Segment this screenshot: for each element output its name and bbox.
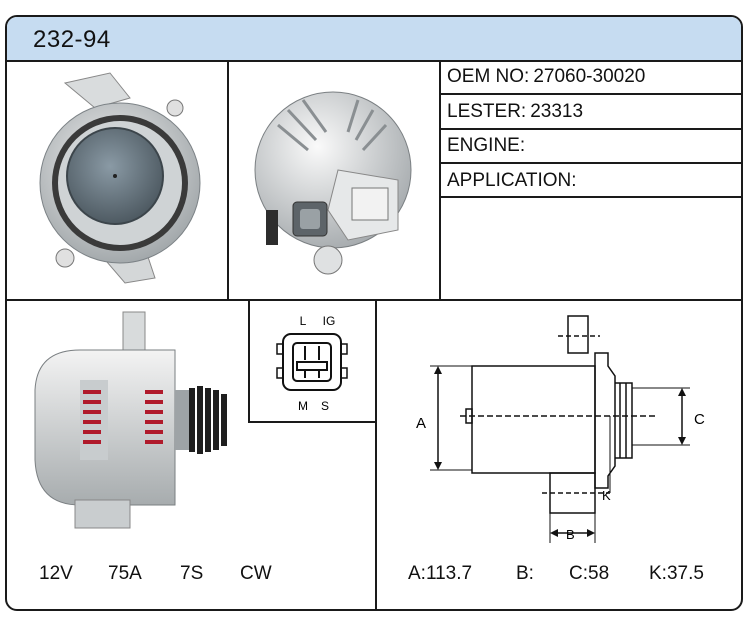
divider-info-4	[440, 196, 743, 198]
alternator-side-photo	[34, 311, 227, 529]
divider-connector-bottom	[248, 421, 376, 423]
lester-value: 23313	[530, 101, 584, 122]
oem-label: OEM NO:	[447, 66, 530, 87]
connector-diagram: L IG M S	[276, 314, 348, 413]
divider-info-3	[440, 162, 743, 164]
divider-info-1	[440, 93, 743, 95]
oem-value: 27060-30020	[533, 66, 646, 87]
dim-value-a: A:113.7	[408, 563, 473, 584]
lester-row: LESTER:23313	[447, 99, 583, 125]
pin-label-ig: IG	[323, 314, 336, 328]
pin-label-s: S	[321, 399, 329, 413]
dim-label-a: A	[416, 415, 426, 432]
divider-photo-1	[227, 60, 229, 300]
title-bar: 232-94	[7, 17, 741, 62]
dimension-diagram: A C K B	[416, 315, 705, 543]
divider-photo-2	[439, 60, 441, 300]
divider-top-row	[5, 299, 743, 301]
dim-label-k: K	[602, 488, 611, 503]
dim-value-k: K:37.5	[649, 563, 704, 584]
part-number-title: 232-94	[33, 26, 111, 53]
divider-connector-left	[248, 300, 250, 422]
dim-value-b: B:	[516, 563, 534, 584]
spec-amperage: 75A	[108, 563, 142, 584]
alternator-front-photo	[39, 72, 201, 284]
oem-row: OEM NO:27060-30020	[447, 64, 645, 90]
divider-bottom-main	[375, 300, 377, 611]
lester-label: LESTER:	[447, 101, 527, 122]
application-label: APPLICATION:	[447, 170, 577, 191]
application-row: APPLICATION:	[447, 168, 581, 194]
dim-label-b: B	[566, 527, 575, 542]
alternator-rear-photo	[254, 91, 412, 275]
engine-row: ENGINE:	[447, 133, 529, 159]
spec-rotation: CW	[240, 563, 272, 584]
divider-info-2	[440, 128, 743, 130]
dim-label-c: C	[694, 411, 705, 428]
dim-value-c: C:58	[569, 563, 610, 584]
pin-label-l: L	[300, 314, 307, 328]
engine-label: ENGINE:	[447, 135, 526, 156]
spec-voltage: 12V	[39, 563, 73, 584]
spec-pulley: 7S	[180, 563, 204, 584]
pin-label-m: M	[298, 399, 308, 413]
